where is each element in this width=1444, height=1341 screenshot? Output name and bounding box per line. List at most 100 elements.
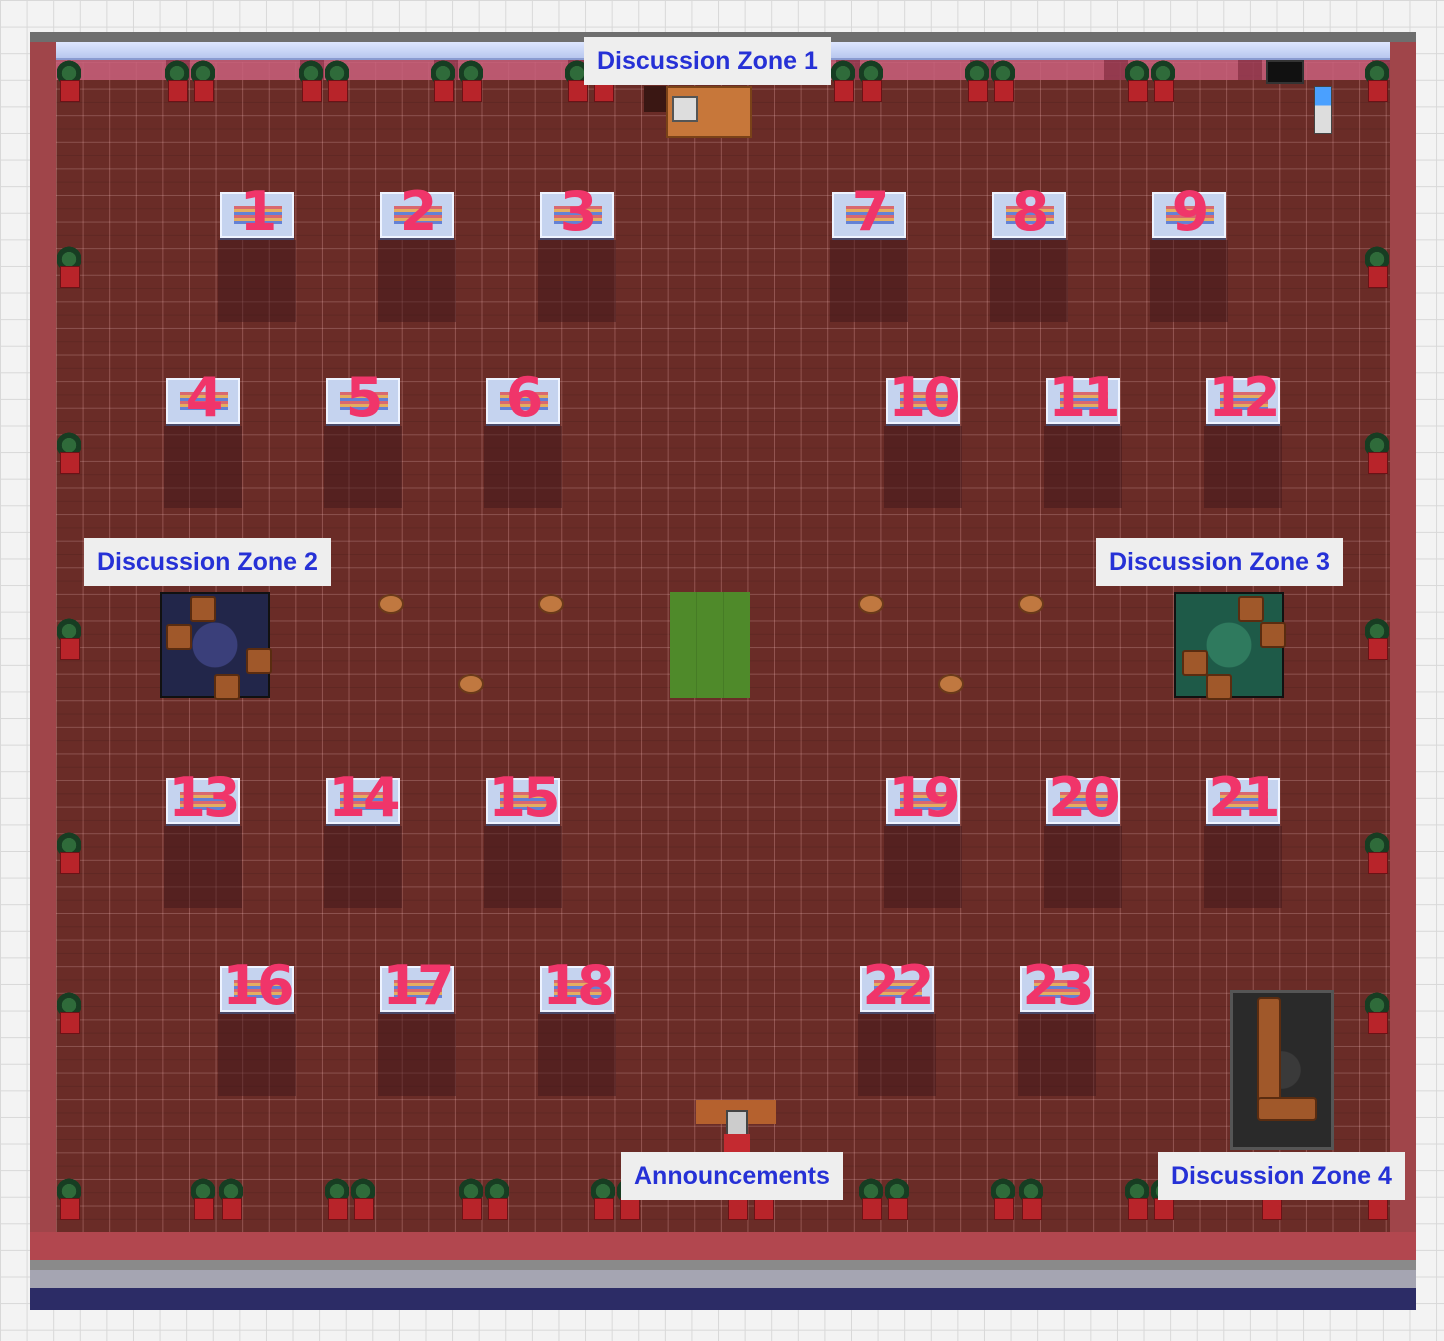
water-cooler-icon[interactable] <box>1314 86 1332 134</box>
screen-content <box>900 792 948 810</box>
screen-content <box>394 980 442 998</box>
potted-plant-icon <box>458 60 484 106</box>
desk-number: 18 <box>542 954 614 1017</box>
pot <box>1154 80 1174 102</box>
pot <box>328 1198 348 1220</box>
stool-icon[interactable] <box>938 674 964 694</box>
monitor-icon <box>1046 378 1120 424</box>
potted-plant-icon <box>1364 246 1390 292</box>
potted-plant-icon <box>56 992 82 1038</box>
pot <box>620 1198 640 1220</box>
screen-content <box>1060 792 1108 810</box>
monitor-icon <box>220 192 294 238</box>
pot <box>194 80 214 102</box>
zone-label-3: Discussion Zone 3 <box>1096 538 1343 586</box>
pot <box>1368 852 1388 874</box>
armchair-icon <box>214 674 240 700</box>
pot <box>1368 80 1388 102</box>
leaves <box>885 1178 909 1200</box>
zone3-lounge[interactable] <box>1174 592 1286 700</box>
pot <box>462 80 482 102</box>
desk-area <box>884 426 962 508</box>
armchair-icon <box>190 596 216 622</box>
leaves <box>1365 60 1389 82</box>
leaves <box>299 60 323 82</box>
center-rug <box>670 592 750 698</box>
pot <box>1022 1198 1042 1220</box>
desk-area <box>858 1014 936 1096</box>
tv-icon[interactable] <box>1266 60 1304 84</box>
leaves <box>1151 60 1175 82</box>
pot <box>994 80 1014 102</box>
leaves <box>1125 1178 1149 1200</box>
monitor-icon <box>886 378 960 424</box>
leaves <box>459 60 483 82</box>
screen-content <box>180 392 228 410</box>
leaves <box>191 60 215 82</box>
pot <box>354 1198 374 1220</box>
desk-area <box>484 826 562 908</box>
screen-content <box>846 206 894 224</box>
pot <box>488 1198 508 1220</box>
monitor-icon <box>860 966 934 1012</box>
screen-content <box>874 980 922 998</box>
stool-icon[interactable] <box>458 674 484 694</box>
desk-number: 22 <box>862 954 934 1017</box>
desk-number: 2 <box>399 180 438 243</box>
pot <box>568 80 588 102</box>
zone-label-4: Discussion Zone 4 <box>1158 1152 1405 1200</box>
potted-plant-icon <box>56 618 82 664</box>
pot <box>462 1198 482 1220</box>
desk-number: 23 <box>1022 954 1094 1017</box>
potted-plant-icon <box>990 1178 1016 1224</box>
pot <box>994 1198 1014 1220</box>
stool-icon[interactable] <box>538 594 564 614</box>
monitor-icon <box>380 966 454 1012</box>
monitor-icon <box>166 778 240 824</box>
coffee-machine-icon <box>672 96 698 122</box>
pot <box>434 80 454 102</box>
desk-area <box>1204 826 1282 908</box>
potted-plant-icon <box>56 246 82 292</box>
right-wall <box>1390 32 1416 1260</box>
leaves <box>57 618 81 640</box>
armchair-icon <box>1182 650 1208 676</box>
desk-number: 14 <box>328 766 400 829</box>
potted-plant-icon <box>564 60 590 106</box>
desk-area <box>324 826 402 908</box>
screen-content <box>500 792 548 810</box>
desk-area <box>378 240 456 322</box>
potted-plant-icon <box>324 60 350 106</box>
pot <box>1368 266 1388 288</box>
leaves <box>1125 60 1149 82</box>
potted-plant-icon <box>298 60 324 106</box>
pot <box>1128 80 1148 102</box>
monitor-icon <box>1206 778 1280 824</box>
leaves <box>57 60 81 82</box>
floor <box>56 62 1390 1260</box>
leaves <box>219 1178 243 1200</box>
pot <box>1262 1198 1282 1220</box>
desk-area <box>1044 826 1122 908</box>
stool-icon[interactable] <box>858 594 884 614</box>
leaves <box>991 60 1015 82</box>
pot <box>194 1198 214 1220</box>
zone2-lounge[interactable] <box>160 592 272 700</box>
pot <box>1368 638 1388 660</box>
leaves <box>325 60 349 82</box>
leaves <box>57 432 81 454</box>
leaves <box>859 60 883 82</box>
stool-icon[interactable] <box>378 594 404 614</box>
potted-plant-icon <box>1364 432 1390 478</box>
leaves <box>831 60 855 82</box>
armchair-icon <box>1260 622 1286 648</box>
coffee-counter[interactable] <box>666 86 752 138</box>
potted-plant-icon <box>164 60 190 106</box>
leaves <box>1365 432 1389 454</box>
leaves <box>1365 246 1389 268</box>
potted-plant-icon <box>830 60 856 106</box>
pot <box>594 1198 614 1220</box>
pot <box>222 1198 242 1220</box>
zone4-lounge[interactable] <box>1230 990 1334 1150</box>
stool-icon[interactable] <box>1018 594 1044 614</box>
